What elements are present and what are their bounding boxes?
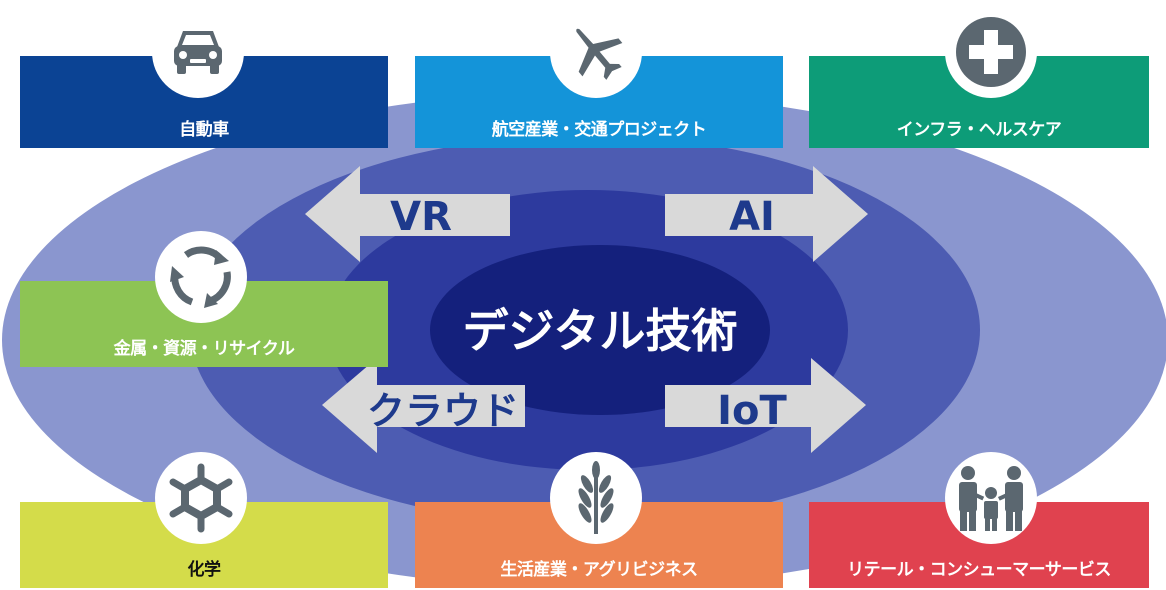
recycle-icon [170, 246, 231, 308]
airplane-icon-circle [550, 6, 642, 98]
industry-box-agribusiness: 生活産業・アグリビジネス [415, 502, 783, 588]
airplane-icon [576, 28, 623, 80]
industry-label-retail: リテール・コンシューマーサービス [847, 560, 1111, 580]
tech-label-iot: IoT [717, 388, 787, 434]
tech-label-ai: AI [729, 194, 775, 240]
industry-label-infrastructure: インフラ・ヘルスケア [896, 120, 1062, 140]
industry-label-metals: 金属・資源・リサイクル [113, 339, 295, 359]
industry-label-chemicals: 化学 [187, 560, 222, 580]
center-label: デジタル技術 [462, 304, 737, 358]
industry-label-automotive: 自動車 [179, 120, 229, 140]
ai-arrow [665, 166, 868, 262]
wheat-icon-circle [550, 452, 642, 544]
industry-label-agribusiness: 生活産業・アグリビジネス [500, 560, 698, 580]
tech-label-vr: VR [390, 194, 452, 240]
family-icon [959, 466, 1023, 531]
iot-arrow [665, 358, 866, 453]
molecule-icon [169, 463, 233, 533]
molecule-icon-circle [155, 452, 247, 544]
car-icon [174, 31, 222, 74]
recycle-icon-circle [155, 231, 247, 323]
cloud-arrow [322, 358, 525, 453]
family-icon-circle [945, 452, 1037, 544]
wheat-icon [578, 461, 614, 534]
medical-cross-icon-circle [945, 6, 1037, 98]
core-ellipse [430, 245, 770, 415]
car-icon-circle [152, 6, 244, 98]
industry-label-aviation: 航空産業・交通プロジェクト [491, 120, 707, 140]
vr-arrow [305, 166, 510, 262]
tech-label-cloud: クラウド [367, 389, 519, 433]
medical-cross-icon [956, 17, 1026, 87]
